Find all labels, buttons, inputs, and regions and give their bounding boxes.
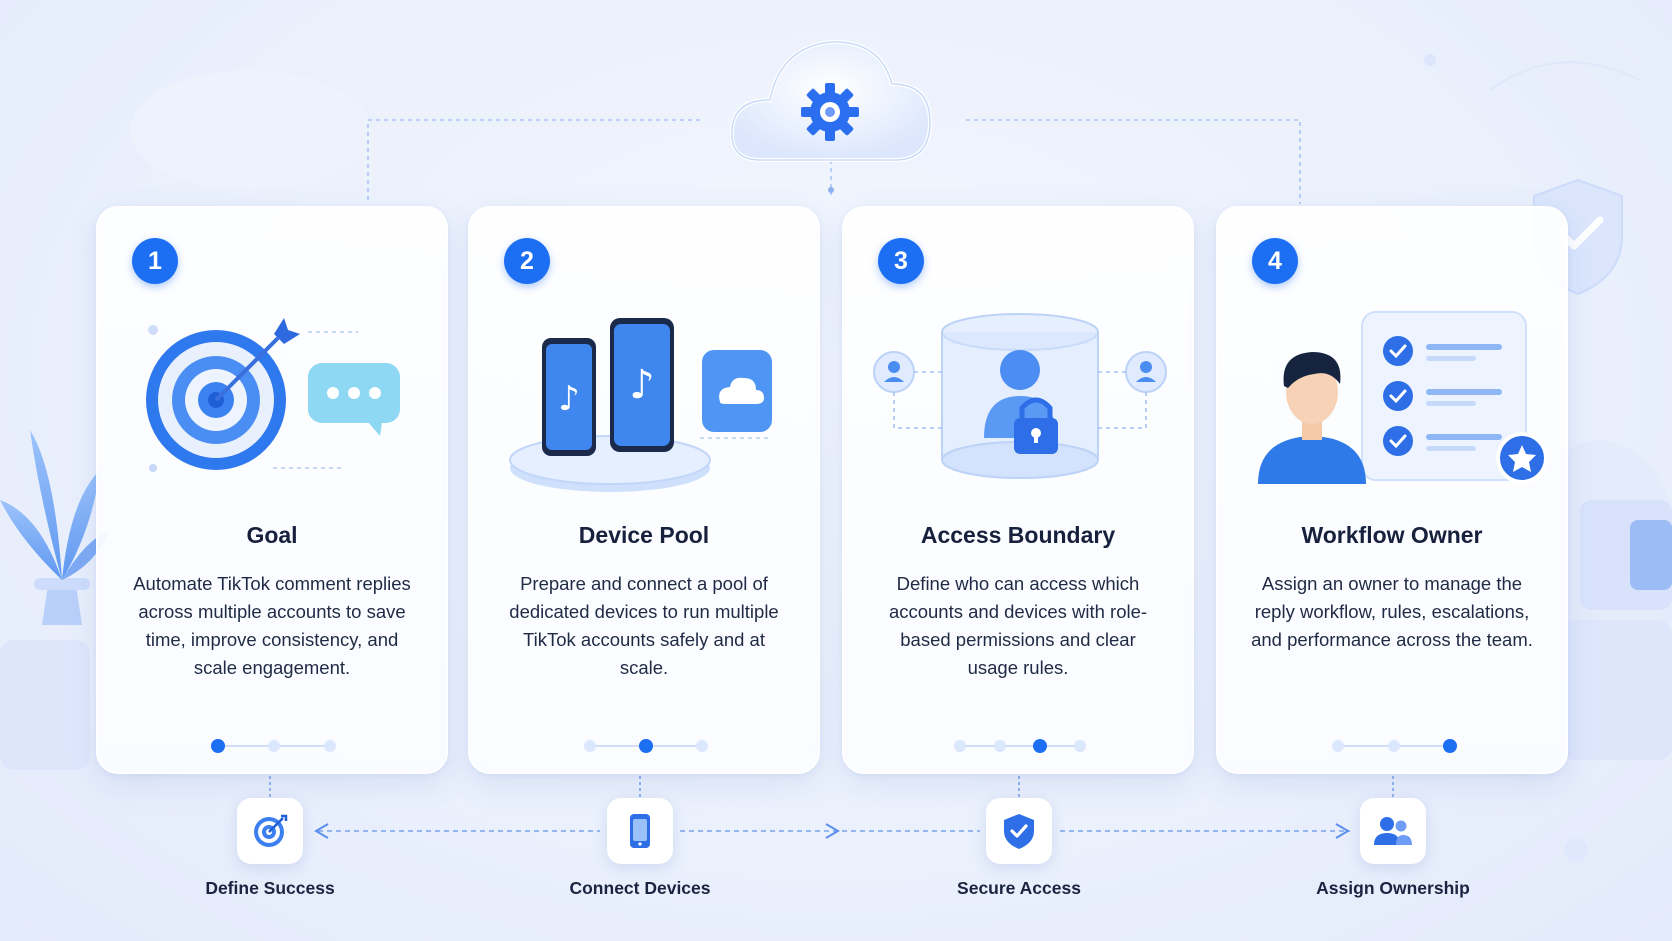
progress-dot-active xyxy=(639,739,653,753)
step-connect-devices[interactable] xyxy=(607,798,673,864)
step-define-success[interactable] xyxy=(237,798,303,864)
progress-dot-active xyxy=(1443,739,1457,753)
card-device-pool: 2 ♪ ♪ Device Pool Prepare and connect a … xyxy=(468,206,820,774)
progress-dots xyxy=(954,739,1086,753)
progress-dot-active xyxy=(1033,739,1047,753)
cloud-gear-icon xyxy=(729,39,933,162)
step-number-badge: 4 xyxy=(1252,238,1298,284)
card-goal: 1 Goal Automate TikTok comment replies a… xyxy=(96,206,448,774)
step-label: Define Success xyxy=(205,878,335,898)
card-description: Prepare and connect a pool of dedicated … xyxy=(509,573,779,678)
progress-dots xyxy=(211,739,336,753)
card-workflow-owner: 4 Workflow Owner Assign an owner to mana… xyxy=(1216,206,1568,774)
progress-dot xyxy=(324,740,336,752)
phone-icon xyxy=(630,814,650,848)
step-label: Connect Devices xyxy=(569,878,711,898)
card-title: Device Pool xyxy=(578,522,710,548)
progress-dots xyxy=(584,739,708,753)
step-secure-access[interactable] xyxy=(986,798,1052,864)
progress-dot-active xyxy=(211,739,225,753)
workflow-owner-illustration xyxy=(1258,311,1548,484)
step-label: Secure Access xyxy=(957,878,1081,898)
card-access-boundary: 3 Access Boundary Define who can access … xyxy=(842,206,1194,774)
target-icon xyxy=(254,814,288,847)
access-boundary-illustration xyxy=(873,313,1167,479)
device-pool-illustration: ♪ ♪ xyxy=(509,318,772,492)
progress-dot xyxy=(1332,740,1344,752)
progress-dot xyxy=(1074,740,1086,752)
progress-dots xyxy=(1332,739,1457,753)
users-icon xyxy=(1374,817,1412,845)
step-number-badge: 3 xyxy=(878,238,924,284)
target-illustration xyxy=(146,318,400,472)
step-assign-ownership[interactable] xyxy=(1360,798,1426,864)
card-title: Goal xyxy=(246,522,298,548)
card-description: Assign an owner to manage the reply work… xyxy=(1251,573,1533,650)
progress-dot xyxy=(696,740,708,752)
svg-text:♪: ♪ xyxy=(629,362,655,408)
progress-dot xyxy=(994,740,1006,752)
step-label: Assign Ownership xyxy=(1316,878,1470,898)
progress-dot xyxy=(268,740,280,752)
card-title: Access Boundary xyxy=(920,522,1116,548)
svg-text:♪: ♪ xyxy=(558,379,580,419)
progress-dot xyxy=(954,740,966,752)
step-number-badge: 2 xyxy=(504,238,550,284)
progress-dot xyxy=(584,740,596,752)
card-description: Define who can access which accounts and… xyxy=(888,573,1148,678)
card-description: Automate TikTok comment replies across m… xyxy=(133,573,411,678)
card-title: Workflow Owner xyxy=(1301,522,1483,548)
shield-check-icon xyxy=(1004,814,1034,849)
step-number-badge: 1 xyxy=(132,238,178,284)
progress-dot xyxy=(1388,740,1400,752)
